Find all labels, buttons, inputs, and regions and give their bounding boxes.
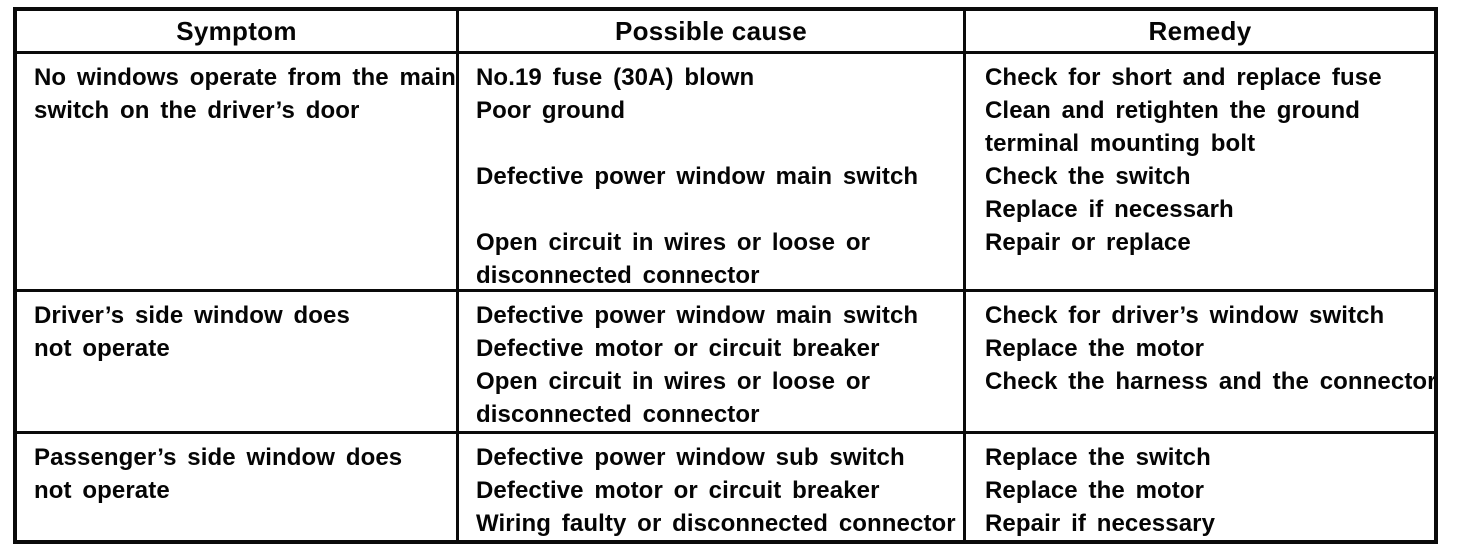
remedy-cell: Check for short and replace fuse Clean a… <box>966 54 1434 289</box>
symptom-cell: Passenger’s side window does not operate <box>17 434 459 540</box>
remedy-text-line: Check the switch <box>985 163 1191 190</box>
remedy-text-line: Clean and retighten the ground <box>985 97 1361 124</box>
remedy-text-line: Replace if necessarh <box>985 196 1234 223</box>
cause-text-line: disconnected connector <box>476 401 760 428</box>
cause-text-line <box>476 127 955 160</box>
symptom-text-line: not operate <box>34 477 170 504</box>
symptom-text-line: not operate <box>34 335 170 362</box>
remedy-text-line: Replace the motor <box>985 477 1205 504</box>
table-row: No windows operate from the main switch … <box>17 54 1434 292</box>
table-row: Passenger’s side window does not operate… <box>17 434 1434 540</box>
possible-cause-cell: Defective power window main switch Defec… <box>459 292 966 431</box>
cause-text-line: Defective power window main switch <box>476 163 919 190</box>
cause-text-line: Defective power window sub switch <box>476 444 905 471</box>
symptom-text-line: Passenger’s side window does <box>34 444 403 471</box>
symptom-text-line: switch on the driver’s door <box>34 97 360 124</box>
symptom-text-line: No windows operate from the main <box>34 64 456 91</box>
remedy-text-line: Repair if necessary <box>985 510 1216 537</box>
column-header-remedy: Remedy <box>966 11 1434 51</box>
symptom-cell: No windows operate from the main switch … <box>17 54 459 289</box>
column-header-possible-cause-label: Possible cause <box>614 15 808 46</box>
remedy-text-line: Replace the switch <box>985 444 1211 471</box>
cause-text-line: disconnected connector <box>476 262 760 289</box>
cause-text-line: No.19 fuse (30A) blown <box>476 64 755 91</box>
troubleshooting-table: Symptom Possible cause Remedy No windows… <box>13 7 1438 544</box>
table-row: Driver’s side window does not operate De… <box>17 292 1434 434</box>
possible-cause-cell: No.19 fuse (30A) blown Poor ground Defec… <box>459 54 966 289</box>
cause-text-line <box>476 193 955 226</box>
remedy-text-line: Check the harness and the connector <box>985 368 1434 395</box>
cause-text-line: Open circuit in wires or loose or <box>476 368 871 395</box>
column-header-symptom: Symptom <box>17 11 459 51</box>
possible-cause-cell: Defective power window sub switch Defect… <box>459 434 966 540</box>
cause-text-line: Open circuit in wires or loose or <box>476 229 871 256</box>
remedy-text-line: Check for driver’s window switch <box>985 302 1385 329</box>
remedy-text-line: terminal mounting bolt <box>985 130 1256 157</box>
column-header-remedy-label: Remedy <box>1148 15 1252 46</box>
remedy-text-line: Replace the motor <box>985 335 1205 362</box>
remedy-cell: Check for driver’s window switch Replace… <box>966 292 1434 431</box>
remedy-text-line: Repair or replace <box>985 229 1191 256</box>
column-header-possible-cause: Possible cause <box>459 11 966 51</box>
cause-text-line: Defective power window main switch <box>476 302 919 329</box>
cause-text-line: Wiring faulty or disconnected connector <box>476 510 956 537</box>
remedy-cell: Replace the switch Replace the motor Rep… <box>966 434 1434 540</box>
cause-text-line: Defective motor or circuit breaker <box>476 335 880 362</box>
column-header-symptom-label: Symptom <box>176 15 297 46</box>
cause-text-line: Poor ground <box>476 97 626 124</box>
table-header-row: Symptom Possible cause Remedy <box>17 11 1434 54</box>
cause-text-line: Defective motor or circuit breaker <box>476 477 880 504</box>
symptom-cell: Driver’s side window does not operate <box>17 292 459 431</box>
remedy-text-line: Check for short and replace fuse <box>985 64 1382 91</box>
symptom-text-line: Driver’s side window does <box>34 302 350 329</box>
